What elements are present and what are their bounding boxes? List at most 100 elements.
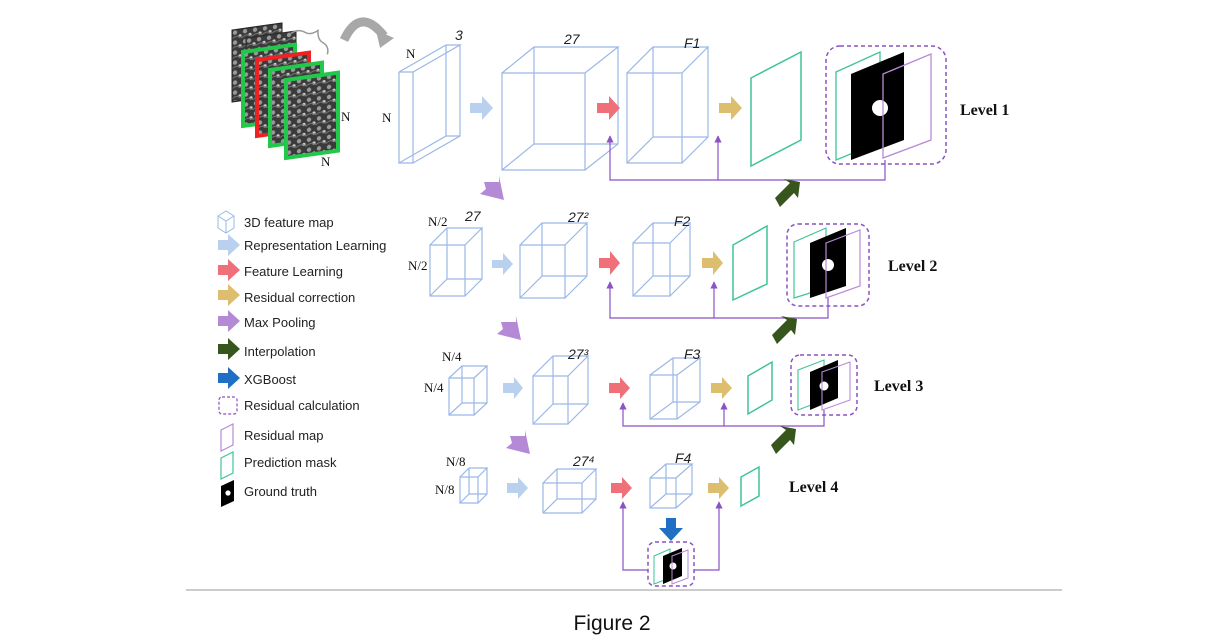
feature-learning-arrow (611, 477, 632, 499)
level-3-label: Level 3 (874, 378, 923, 395)
residual-correction-arrow (702, 251, 723, 275)
feature-learning-arrow (609, 377, 630, 399)
level-4-count-f: F4 (675, 450, 692, 466)
svg-text:Ground truth: Ground truth (244, 484, 317, 499)
level-3-count-f: F3 (684, 346, 701, 362)
prediction-mask (732, 224, 768, 302)
dashed-box-icon (218, 396, 238, 415)
representation-arrow (507, 477, 528, 499)
figure-caption: Figure 2 (573, 612, 651, 635)
feature-map-cube (519, 222, 589, 299)
legend-item: Residual calculation (218, 396, 360, 415)
level-3-size-left: N/4 (424, 380, 444, 395)
representation-arrow-icon (218, 234, 240, 256)
residual-correction-arrow (708, 477, 729, 499)
pooling-arrow-icon (218, 310, 240, 332)
legend-item: Ground truth (221, 480, 317, 507)
residual-arrow-icon (218, 284, 240, 306)
feature-arrow-icon (218, 259, 240, 281)
residual-map-icon (220, 423, 234, 452)
ground-truth-icon (221, 480, 234, 507)
svg-text:3D feature map: 3D feature map (244, 215, 334, 230)
level-1-size-top: N (406, 46, 416, 61)
svg-text:XGBoost: XGBoost (244, 372, 296, 387)
level-2-row: N/2 N/2 27 27² F2 Level 2 (408, 208, 937, 319)
legend-item: Representation Learning (218, 234, 386, 256)
representation-arrow (492, 253, 513, 275)
level-1-count-mid: 27 (563, 31, 581, 47)
legend-item: Max Pooling (218, 310, 316, 332)
pooling-arrow (506, 430, 530, 454)
level-2-size-left: N/2 (408, 258, 428, 273)
svg-text:Feature Learning: Feature Learning (244, 264, 343, 279)
curved-gray-arrow-icon (339, 17, 388, 43)
level-2-size-top: N/2 (428, 214, 448, 229)
level-3-count-mid: 27³ (567, 346, 589, 362)
level-2-count-f: F2 (674, 213, 691, 229)
level-2-label: Level 2 (888, 258, 937, 275)
legend-item: Feature Learning (218, 259, 343, 281)
level-4-size-left: N/8 (435, 482, 455, 497)
legend-item: 3D feature map (217, 210, 334, 234)
svg-text:Interpolation: Interpolation (244, 344, 316, 359)
interpolation-arrow-icon (218, 338, 240, 360)
interpolation-arrow (775, 179, 800, 207)
level-1-count-in: 3 (455, 27, 463, 43)
level-1-label: Level 1 (960, 102, 1009, 119)
svg-text:Residual calculation: Residual calculation (244, 398, 360, 413)
xgboost-arrow-icon (218, 367, 240, 389)
level-2-count-in: 27 (464, 208, 482, 224)
legend: 3D feature map Representation Learning F… (217, 210, 386, 507)
feature-map-cube (626, 46, 710, 164)
level-1-count-f: F1 (684, 35, 700, 51)
prediction-mask-icon (220, 451, 234, 480)
feature-map-cube (649, 463, 694, 509)
legend-item: XGBoost (218, 367, 296, 389)
residual-calculation-box (825, 45, 947, 165)
svg-text:Residual map: Residual map (244, 428, 324, 443)
residual-calculation-box (647, 541, 695, 587)
level-1-row: N N 3 27 F1 Level 1 (382, 27, 1009, 181)
xgboost-arrow (659, 518, 683, 541)
feature-map-cube (459, 467, 489, 504)
svg-text:Prediction mask: Prediction mask (244, 455, 337, 470)
legend-item: Residual map (220, 423, 324, 452)
level-3-row: N/4 N/4 27³ F3 Level 3 (424, 346, 923, 427)
brace-icon (290, 29, 329, 55)
level-4-count-mid: 27⁴ (572, 453, 595, 469)
representation-arrow (503, 377, 523, 399)
level-4-size-top: N/8 (446, 454, 466, 469)
feature-map-cube (649, 357, 702, 420)
legend-item: Residual correction (218, 284, 355, 306)
prediction-mask (750, 50, 802, 168)
feature-learning-arrow (597, 96, 620, 120)
legend-item: Prediction mask (220, 451, 337, 480)
svg-text:Max Pooling: Max Pooling (244, 315, 316, 330)
interpolation-arrow (771, 426, 796, 454)
residual-correction-arrow (711, 377, 732, 399)
level-2-count-mid: 27² (567, 209, 590, 225)
pooling-arrow (497, 316, 521, 340)
input-n-right: N (341, 109, 351, 124)
input-n-bottom: N (321, 154, 331, 169)
prediction-mask (740, 465, 760, 508)
representation-arrow (470, 96, 493, 120)
feature-map-cube (448, 365, 489, 416)
legend-item: Interpolation (218, 338, 316, 360)
feature-map-cube (532, 355, 590, 425)
level-4-label: Level 4 (789, 479, 838, 496)
feature-map-cube (398, 44, 463, 165)
pooling-arrow (480, 176, 504, 200)
feature-map-cube (429, 227, 484, 297)
level-4-row: N/8 N/8 27⁴ F4 Level 4 (435, 450, 838, 587)
level-3-size-top: N/4 (442, 349, 462, 364)
level-1-size-left: N (382, 110, 392, 125)
svg-text:Residual correction: Residual correction (244, 290, 355, 305)
cube-icon (217, 210, 235, 234)
feature-learning-arrow (599, 251, 620, 275)
mri-input-stack: N N (231, 17, 394, 169)
interpolation-arrow (772, 316, 797, 344)
residual-calculation-box (786, 223, 870, 307)
feature-map-cube (542, 468, 598, 514)
